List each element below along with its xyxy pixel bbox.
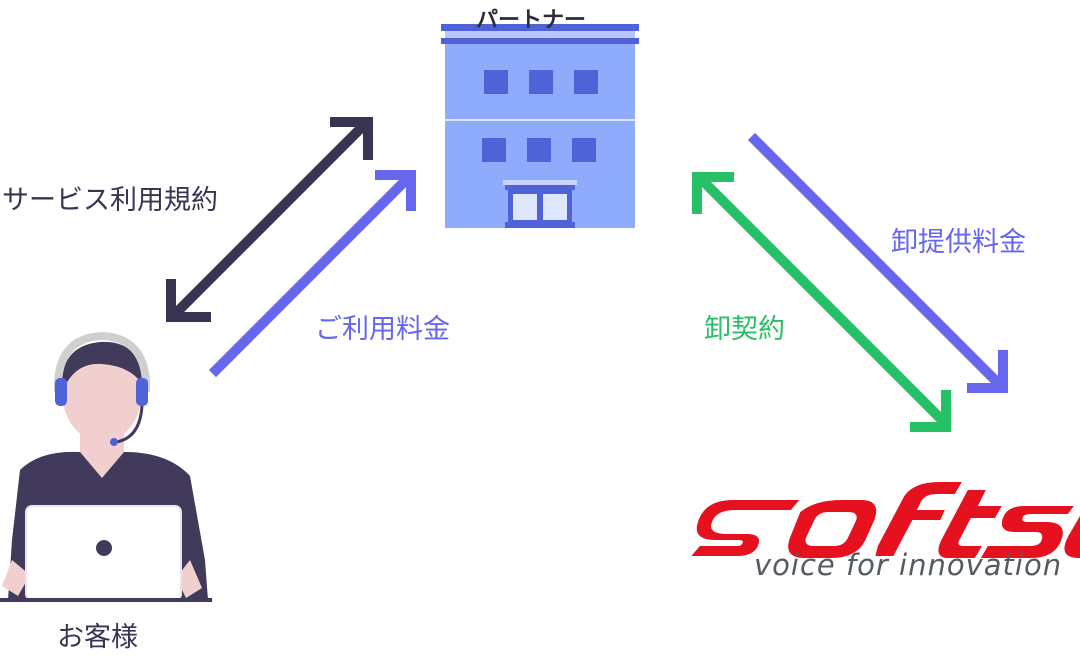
wholesale-fee-label: 卸提供料金 xyxy=(891,227,1026,258)
customer-label: お客様 xyxy=(57,622,138,653)
service-terms-arrow xyxy=(166,116,373,322)
wholesale-fee-arrow xyxy=(747,132,1008,393)
wholesale-contract-label: 卸契約 xyxy=(704,314,785,345)
usage-fee-arrow xyxy=(208,170,416,378)
customer-person-icon xyxy=(0,331,212,602)
wholesale-contract-arrow xyxy=(692,172,952,432)
usage-fee-label: ご利用料金 xyxy=(315,314,450,345)
service-terms-label: サービス利用規約 xyxy=(2,185,218,216)
softsu-logo-mark xyxy=(691,482,1080,558)
partner-building-icon xyxy=(441,24,639,228)
partner-label: パートナー xyxy=(476,8,587,33)
softsu-tagline: voice for innovation xyxy=(754,548,1063,582)
